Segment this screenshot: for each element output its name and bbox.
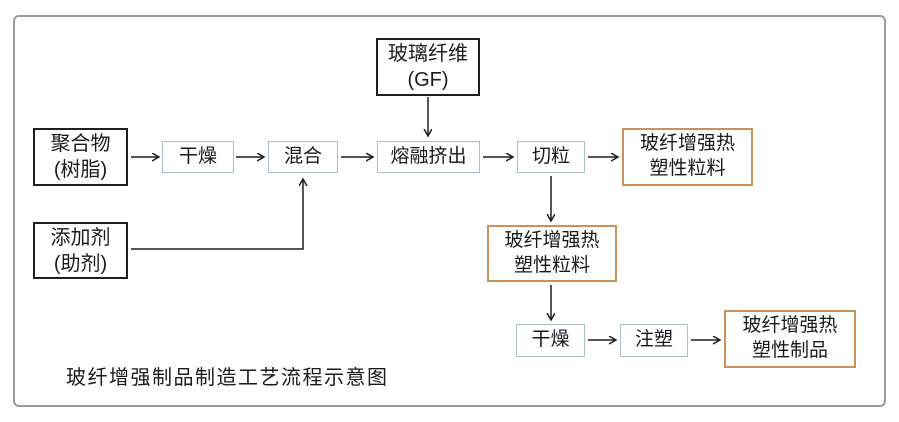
node-melt-extrusion: 熔融挤出	[377, 141, 480, 173]
node-glass-fiber: 玻璃纤维 (GF)	[376, 38, 480, 96]
diagram-caption: 玻纤增强制品制造工艺流程示意图	[66, 367, 389, 389]
node-pellets-output: 玻纤增强热 塑性粒料	[622, 128, 753, 186]
diagram-border	[13, 15, 886, 407]
node-dry-2: 干燥	[516, 324, 585, 357]
node-dry-1: 干燥	[162, 141, 234, 173]
node-additive: 添加剂 (助剂)	[33, 222, 128, 279]
node-pelletizing: 切粒	[517, 141, 585, 173]
node-mix: 混合	[268, 141, 338, 173]
node-pellets-input: 玻纤增强热 塑性粒料	[487, 225, 617, 282]
node-polymer: 聚合物 (树脂)	[33, 128, 128, 186]
node-final-product: 玻纤增强热 塑性制品	[724, 310, 856, 368]
node-injection-molding: 注塑	[620, 324, 688, 357]
